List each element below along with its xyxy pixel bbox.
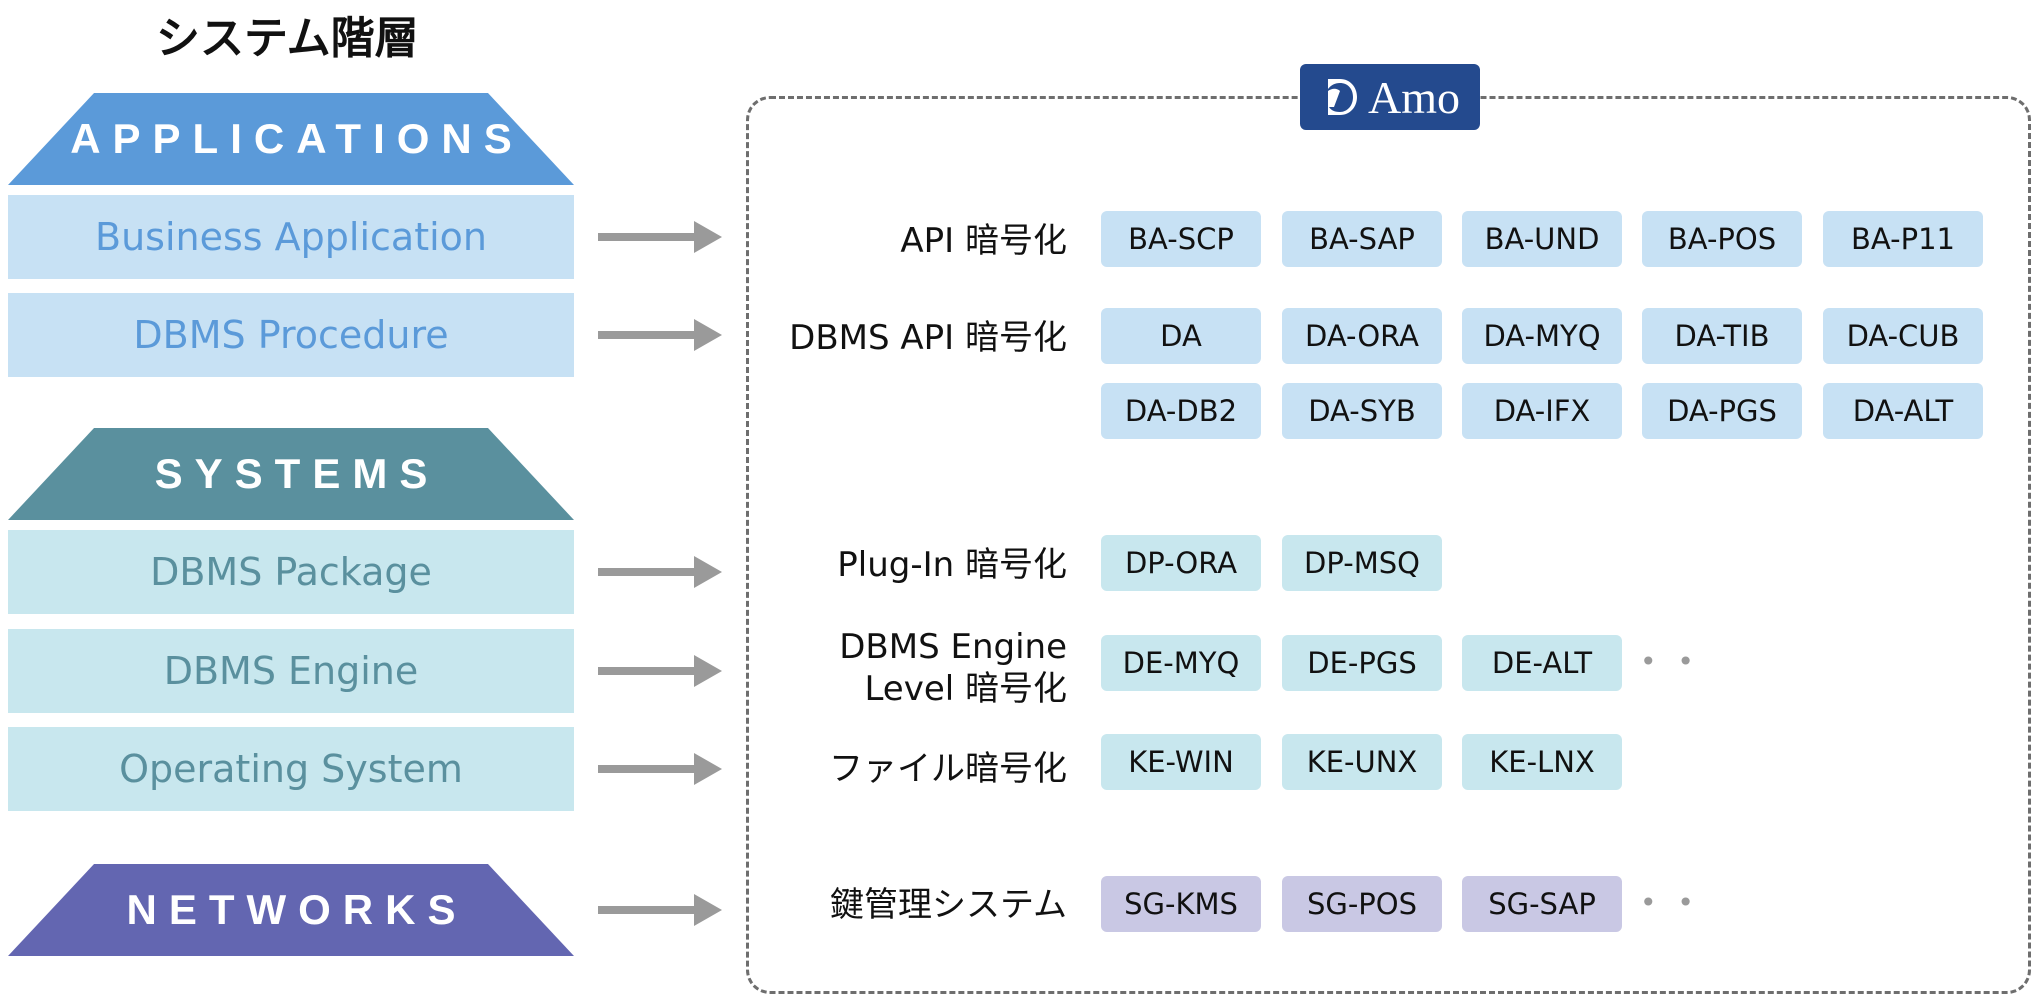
amo-logo-text: Amo	[1368, 71, 1460, 123]
row-label-dbms-engine-line2: Level 暗号化	[864, 669, 1067, 709]
layer-dbms-package: DBMS Package	[8, 530, 574, 614]
chip-ba-scp: BA-SCP	[1101, 211, 1261, 267]
chip-ba-pos: BA-POS	[1642, 211, 1802, 267]
chip-ba-p11: BA-P11	[1823, 211, 1983, 267]
chip-da-db2: DA-DB2	[1101, 383, 1261, 439]
amo-logo: Amo	[1300, 64, 1480, 130]
chip-de-myq: DE-MYQ	[1101, 635, 1261, 691]
chip-ba-sap: BA-SAP	[1282, 211, 1442, 267]
arrow-right-icon	[598, 319, 724, 351]
page-title: システム階層	[156, 13, 419, 64]
chip-da-ora: DA-ORA	[1282, 308, 1442, 364]
chip-sg-pos: SG-POS	[1282, 876, 1442, 932]
chip-da-myq: DA-MYQ	[1462, 308, 1622, 364]
chip-ba-und: BA-UND	[1462, 211, 1622, 267]
row-label-dbms-api: DBMS API 暗号化	[789, 318, 1067, 358]
arrow-right-icon	[598, 221, 724, 253]
layer-business-application: Business Application	[8, 195, 574, 279]
row-label-dbms-engine-line1: DBMS Engine	[839, 627, 1067, 667]
chip-da-syb: DA-SYB	[1282, 383, 1442, 439]
chip-ke-unx: KE-UNX	[1282, 734, 1442, 790]
row-label-dbms-engine: DBMS Engine Level 暗号化	[839, 626, 1067, 710]
layer-operating-system: Operating System	[8, 727, 574, 811]
arrow-right-icon	[598, 753, 724, 785]
chip-de-pgs: DE-PGS	[1282, 635, 1442, 691]
chip-sg-sap: SG-SAP	[1462, 876, 1622, 932]
layer-dbms-engine: DBMS Engine	[8, 629, 574, 713]
more-indicator: • •	[1640, 886, 1700, 919]
chip-da-pgs: DA-PGS	[1642, 383, 1802, 439]
chip-da-alt: DA-ALT	[1823, 383, 1983, 439]
amo-logo-mark-icon	[1320, 75, 1360, 119]
chip-dp-msq: DP-MSQ	[1282, 535, 1442, 591]
row-label-file: ファイル暗号化	[829, 749, 1067, 789]
chip-da-tib: DA-TIB	[1642, 308, 1802, 364]
networks-header: NETWORKS	[8, 864, 574, 956]
chip-sg-kms: SG-KMS	[1101, 876, 1261, 932]
chip-dp-ora: DP-ORA	[1101, 535, 1261, 591]
row-label-plugin: Plug-In 暗号化	[837, 545, 1067, 585]
layer-dbms-procedure: DBMS Procedure	[8, 293, 574, 377]
chip-da-cub: DA-CUB	[1823, 308, 1983, 364]
chip-ke-lnx: KE-LNX	[1462, 734, 1622, 790]
chip-da: DA	[1101, 308, 1261, 364]
systems-header: SYSTEMS	[8, 428, 574, 520]
applications-header: APPLICATIONS	[8, 93, 574, 185]
row-label-api: API 暗号化	[900, 221, 1067, 261]
chip-de-alt: DE-ALT	[1462, 635, 1622, 691]
more-indicator: • •	[1640, 645, 1700, 678]
row-label-key-management: 鍵管理システム	[830, 885, 1067, 925]
chip-da-ifx: DA-IFX	[1462, 383, 1622, 439]
arrow-right-icon	[598, 894, 724, 926]
arrow-right-icon	[598, 655, 724, 687]
chip-ke-win: KE-WIN	[1101, 734, 1261, 790]
arrow-right-icon	[598, 556, 724, 588]
